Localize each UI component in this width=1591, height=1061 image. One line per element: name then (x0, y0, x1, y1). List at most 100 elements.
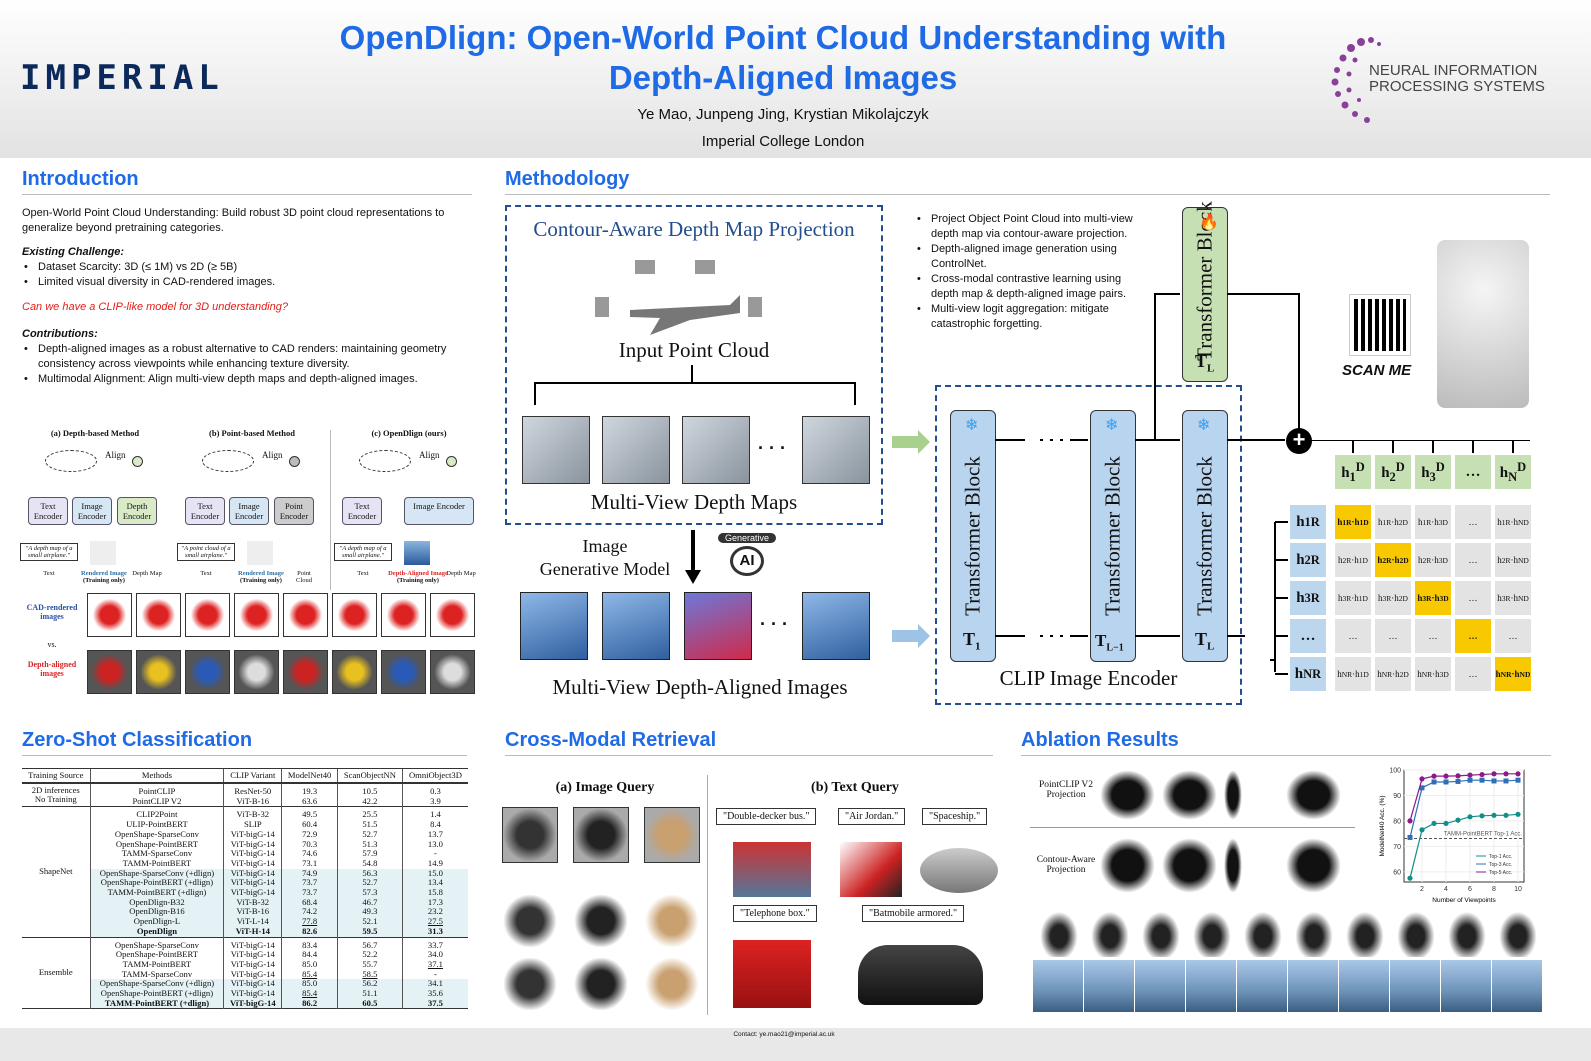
table-cell: 15.0 (401, 868, 468, 879)
method-bullet: Multi-view logit aggregation: mitigate c… (915, 302, 1140, 332)
reference-line-label: TAMM-PointBERT Top-1 Acc. (1444, 831, 1523, 837)
data-point (1455, 817, 1461, 823)
y-tick-label: 80 (1393, 818, 1401, 825)
embedding-node (289, 456, 300, 467)
encoder-box: Text Encoder (185, 497, 225, 525)
source-line: No Training (34, 794, 77, 805)
fire-icon: 🔥 (1199, 214, 1219, 231)
table-cell: ViT-bigG-14 (223, 998, 282, 1009)
imperial-logo: IMPERIAL (20, 58, 224, 98)
sailboat-depth-map (1239, 905, 1287, 957)
table-cell: 42.2 (336, 796, 403, 807)
y-tick-label: 70 (1393, 844, 1401, 851)
sailboat-aligned-image (1441, 960, 1491, 1012)
table-cell: 23.2 (401, 907, 468, 918)
divider (707, 775, 708, 1015)
table-cell: TAMM-PointBERT (+dlign) (89, 887, 224, 898)
table-cell: TAMM-SparseConv (89, 849, 224, 859)
scan-me-label: SCAN ME (1342, 362, 1412, 379)
divider (505, 194, 1550, 195)
table-cell: 82.6 (281, 926, 338, 938)
source-line: ShapeNet (39, 866, 73, 877)
table-cell: OpenDlign-L (89, 916, 224, 927)
input-label: Text (43, 570, 55, 577)
qr-code[interactable] (1349, 294, 1411, 356)
input-image (247, 541, 273, 565)
table-cell: 3.9 (401, 796, 468, 807)
data-point (1455, 778, 1461, 784)
data-point (1443, 779, 1449, 785)
table-cell: 56.3 (336, 868, 403, 879)
x-axis-label: Number of Viewpoints (1432, 897, 1496, 904)
cad-car-image (283, 593, 328, 637)
x-tick-label: 10 (1514, 886, 1522, 893)
data-point (1407, 818, 1413, 824)
table-cell: ViT-bigG-14 (223, 950, 282, 960)
training-source: Ensemble (22, 936, 91, 1009)
text-query: "Spaceship." (922, 808, 988, 825)
table-cell: 0.3 (401, 783, 468, 797)
table-cell: 77.8 (281, 916, 338, 927)
cad-car-image (234, 593, 279, 637)
neurips-dots-icon (1331, 37, 1381, 123)
table-cell: 19.3 (281, 783, 338, 797)
depth-aligned-label: Multi-View Depth-Aligned Images (552, 675, 848, 699)
t-label: TL (1195, 629, 1215, 653)
table-cell: 55.7 (336, 959, 403, 970)
data-point (1491, 771, 1497, 777)
table-cell: ViT-bigG-14 (223, 936, 282, 951)
retrieved-image (573, 958, 629, 1010)
table-cell: 83.4 (281, 936, 338, 951)
sailboat-depth-map (1494, 905, 1542, 957)
projection-box (505, 205, 883, 525)
y-axis-label: ModelNet40 Acc. (%) (1379, 795, 1386, 856)
divider (1030, 827, 1355, 828)
table-cell: ViT-bigG-14 (223, 887, 282, 898)
divider (22, 755, 467, 756)
table-cell: ViT-H-14 (223, 926, 282, 938)
encoder-box: Point Encoder (274, 497, 314, 525)
data-point (1455, 773, 1461, 779)
table-cell: 31.3 (401, 926, 468, 938)
depth-map-view (682, 416, 750, 484)
table-cell: OpenShape-SparseConv (+dlign) (89, 868, 224, 879)
table-cell: 85.4 (281, 988, 338, 999)
data-point (1443, 820, 1449, 827)
conference-line-1: NEURAL INFORMATION (1369, 62, 1538, 79)
panel-title: (c) OpenDlign (ours) (371, 428, 447, 438)
sum-icon: + (1286, 428, 1312, 454)
method-bullet: Depth-aligned image generation using Con… (915, 242, 1140, 272)
retrieved-image (502, 958, 558, 1010)
table-cell: 59.5 (336, 926, 403, 938)
table-cell: 86.2 (281, 998, 338, 1009)
methodology-heading: Methodology (505, 168, 630, 190)
similarity-cell: … (1455, 581, 1491, 615)
table-cell: - (401, 849, 468, 859)
column-header: Methods (89, 768, 224, 784)
column-header: CLIP Variant (223, 768, 282, 784)
challenge-item: Dataset Scarcity: 3D (≤ 1M) vs 2D (≥ 5B) (22, 260, 477, 275)
table-row: OpenShape-SparseConv (+dlign)ViT-bigG-14… (22, 979, 468, 990)
table-cell: TAMM-PointBERT (89, 959, 224, 970)
sailboat-depth-map (1290, 905, 1338, 957)
image-feature-header: … (1290, 619, 1326, 653)
t-label: TL (1195, 351, 1215, 375)
projection-title: Contour-Aware Depth Map Projection (533, 217, 855, 241)
data-point (1431, 773, 1437, 779)
